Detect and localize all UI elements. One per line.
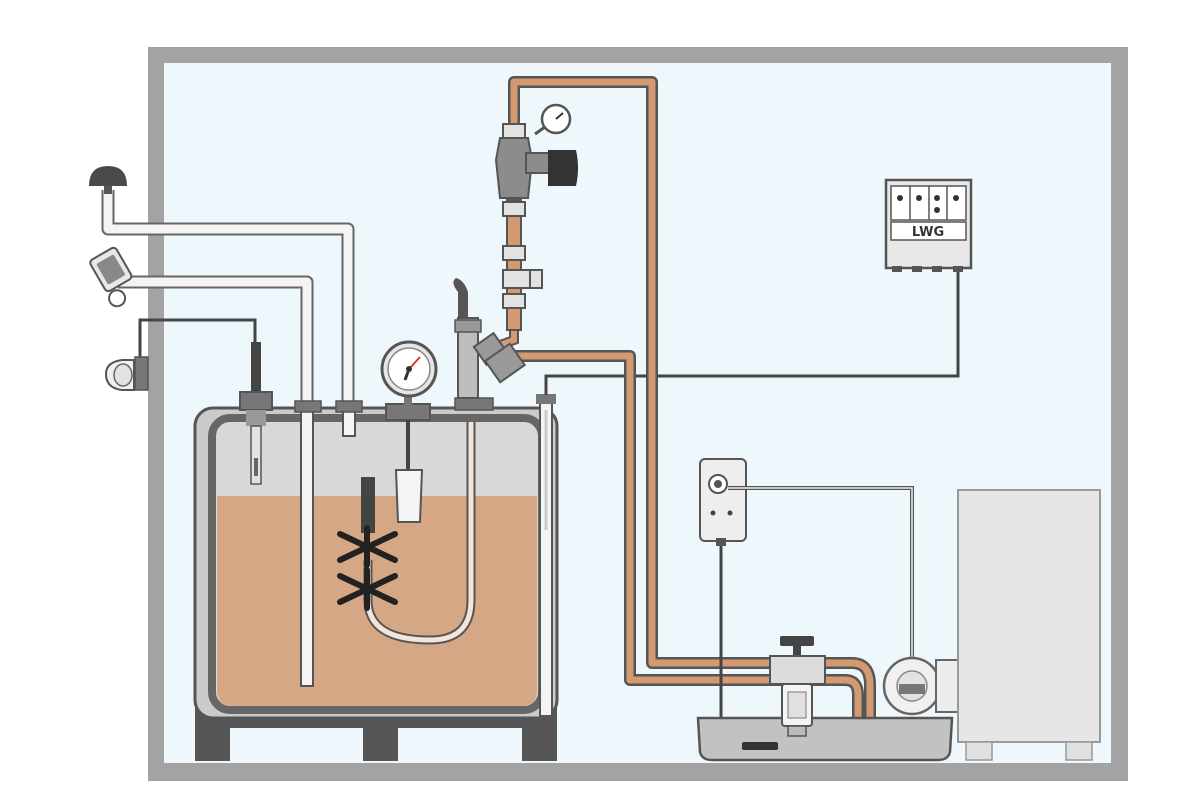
signal-line-to-control-box [544, 270, 960, 395]
alarm-lamp-line [138, 318, 257, 372]
burner-icon [882, 656, 961, 716]
boiler-unit [957, 489, 1101, 761]
valve-handle-icon [548, 150, 578, 186]
leak-sensor [536, 394, 556, 717]
tank-internal-pipes [300, 409, 476, 687]
fill-and-vent-pipes [101, 190, 355, 410]
filter-icon [769, 636, 826, 737]
oil-tank [193, 406, 559, 720]
control-box: LWG [884, 178, 973, 272]
tank-withdrawal-valve [453, 278, 527, 399]
suction-float [337, 477, 398, 611]
mushroom-cap-icon [89, 166, 127, 194]
fill-coupling-icon [89, 246, 133, 308]
oil-level [217, 496, 537, 706]
alarm-lamp-icon [104, 356, 149, 391]
gauge-icon [403, 356, 421, 381]
drip-tray [696, 716, 954, 762]
tank-top-fittings [294, 397, 494, 413]
shutoff-valve [494, 103, 578, 331]
control-box-label: LWG [912, 225, 944, 240]
level-gauge [380, 340, 438, 523]
gauge-icon [534, 103, 572, 136]
level-probe [239, 342, 273, 485]
